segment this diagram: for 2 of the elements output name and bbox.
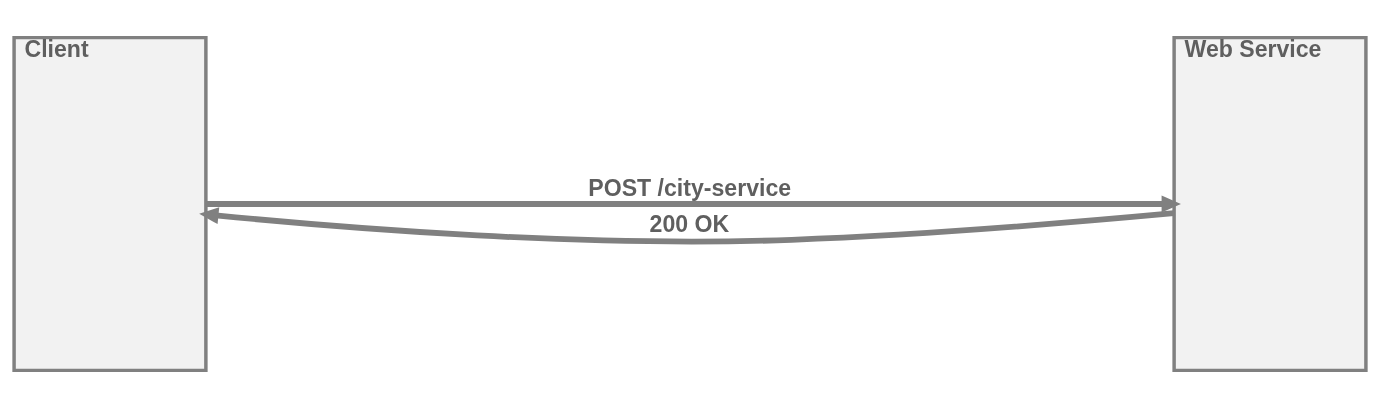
edge-label: POST /city-service bbox=[588, 174, 792, 201]
edge-label: 200 OK bbox=[649, 210, 730, 237]
